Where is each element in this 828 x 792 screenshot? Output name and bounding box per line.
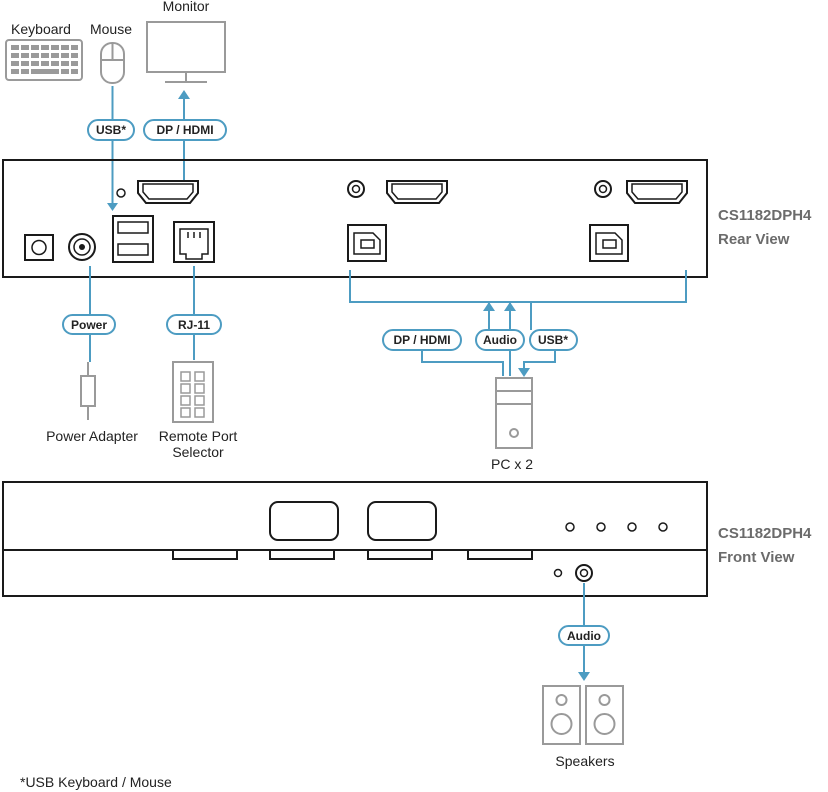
front-view-model: CS1182DPH4 — [718, 525, 812, 542]
pc-dp-hdmi-cable-tag-text: DP / HDMI — [393, 333, 450, 347]
arrow-down-icon — [578, 672, 590, 681]
pc-bus-cable — [349, 270, 687, 303]
usb-cable-tag — [87, 119, 135, 141]
led-indicator-icon — [658, 522, 668, 532]
pc-usb-cable-tag — [529, 329, 578, 351]
rj11-cable-tag-text: RJ-11 — [178, 318, 210, 332]
pc-audio-cable-tag-text: Audio — [483, 333, 517, 347]
hdmi-port-icon — [137, 180, 199, 204]
led-indicator-icon — [596, 522, 606, 532]
hdmi-port-icon — [386, 180, 448, 204]
led-indicator-icon — [627, 522, 637, 532]
front-view-title: Front View — [718, 549, 795, 566]
rj11-cable-tag — [166, 314, 222, 335]
speakers-label: Speakers — [555, 753, 614, 769]
usb-b-port-icon — [347, 224, 387, 262]
power-adapter-label: Power Adapter — [46, 428, 138, 444]
usb-a-port-icon — [112, 215, 154, 263]
pc-audio-cable-tag — [475, 329, 525, 351]
remote-port-label-line2: Selector — [172, 444, 224, 460]
front-slot-icon — [269, 549, 335, 560]
audio-out-port-icon — [575, 564, 593, 582]
port-select-button — [367, 501, 437, 541]
hdmi-port-icon — [626, 180, 688, 204]
monitor-label: Monitor — [163, 0, 210, 14]
arrow-up-icon — [483, 302, 495, 311]
pc-usb-cable-tag-text: USB* — [538, 333, 568, 347]
audio-port-icon — [594, 180, 612, 198]
led-indicator-icon — [553, 568, 563, 578]
front-panel — [2, 481, 708, 597]
power-jack-icon — [24, 234, 54, 261]
dp-hdmi-cable-tag-text: DP / HDMI — [156, 123, 213, 137]
power-port-icon — [68, 233, 96, 261]
pc-dp-hdmi-cable-tag — [382, 329, 462, 351]
usb-cable-tag-text: USB* — [96, 123, 126, 137]
pc-dp-hdmi-cable — [421, 349, 504, 376]
port-select-button — [269, 501, 339, 541]
mouse-icon — [100, 42, 125, 84]
power-adapter-icon — [80, 362, 96, 420]
rear-view-model: CS1182DPH4 — [718, 207, 812, 224]
footnote: *USB Keyboard / Mouse — [20, 774, 172, 790]
mouse-label: Mouse — [90, 21, 132, 37]
speaker-audio-cable-tag-text: Audio — [567, 629, 601, 643]
front-slot-icon — [172, 549, 238, 560]
remote-port-selector-icon — [172, 361, 214, 423]
usb-b-port-icon — [589, 224, 629, 262]
audio-port-icon — [347, 180, 365, 198]
dp-hdmi-cable-tag — [143, 119, 227, 141]
speaker-audio-cable-tag — [558, 625, 610, 646]
pc-label: PC x 2 — [491, 456, 533, 472]
rear-view-title: Rear View — [718, 231, 790, 248]
remote-port-label-line1: Remote Port — [159, 428, 238, 444]
led-indicator-icon — [565, 522, 575, 532]
keyboard-label: Keyboard — [11, 21, 71, 37]
arrow-down-icon — [107, 203, 118, 211]
monitor-icon — [146, 21, 226, 83]
keyboard-icon — [5, 39, 83, 81]
power-cable-tag-text: Power — [71, 318, 107, 332]
led-indicator-icon — [116, 188, 126, 198]
power-cable-tag — [62, 314, 116, 335]
speakers-icon — [542, 685, 624, 745]
rear-panel — [2, 159, 708, 278]
front-slot-icon — [367, 549, 433, 560]
pc-usb-cable — [523, 349, 556, 370]
front-slot-icon — [467, 549, 533, 560]
pc-tower-icon — [495, 377, 533, 449]
arrow-down-icon — [518, 368, 530, 377]
rj11-port-icon — [173, 221, 215, 263]
arrow-up-icon — [504, 302, 516, 311]
arrow-up-icon — [178, 90, 190, 99]
